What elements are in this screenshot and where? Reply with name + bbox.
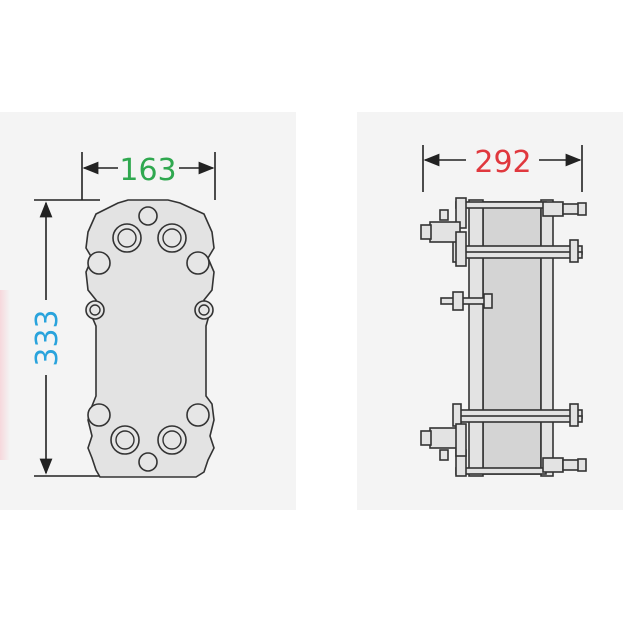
bolt-hole-mid-right	[194, 300, 214, 320]
middle-bolt	[440, 291, 493, 311]
depth-dimension: 292	[422, 145, 583, 192]
pressure-plate	[540, 199, 554, 477]
upper-nozzle	[420, 209, 467, 267]
top-guide-notch	[138, 206, 158, 226]
side-view: 292	[420, 145, 587, 477]
bottom-clamp	[455, 449, 587, 477]
depth-dimension-label: 292	[474, 145, 531, 180]
plate-outline	[85, 199, 215, 478]
width-dimension-label: 163	[119, 153, 176, 188]
port-top-left	[112, 223, 142, 253]
lower-nozzle	[420, 423, 467, 461]
port-bottom-right	[157, 425, 187, 455]
bolt-hole-upper-left	[87, 251, 111, 275]
bolt-hole-lower-left	[87, 403, 111, 427]
width-dimension: 163	[81, 152, 216, 200]
bolt-hole-lower-right	[186, 403, 210, 427]
edge-strip	[0, 290, 10, 460]
lower-tie-bolts	[452, 403, 583, 427]
bottom-guide-notch	[138, 452, 158, 472]
top-clamp	[455, 197, 587, 229]
bolt-hole-mid-left	[85, 300, 105, 320]
port-bottom-left	[110, 425, 140, 455]
height-dimension-label: 333	[30, 309, 65, 366]
height-dimension: 333	[30, 199, 100, 477]
fixed-frame-plate	[468, 199, 484, 477]
plate-pack-core	[482, 201, 542, 475]
bolt-hole-upper-right	[186, 251, 210, 275]
port-top-right	[157, 223, 187, 253]
front-view: 163 333	[30, 152, 216, 478]
